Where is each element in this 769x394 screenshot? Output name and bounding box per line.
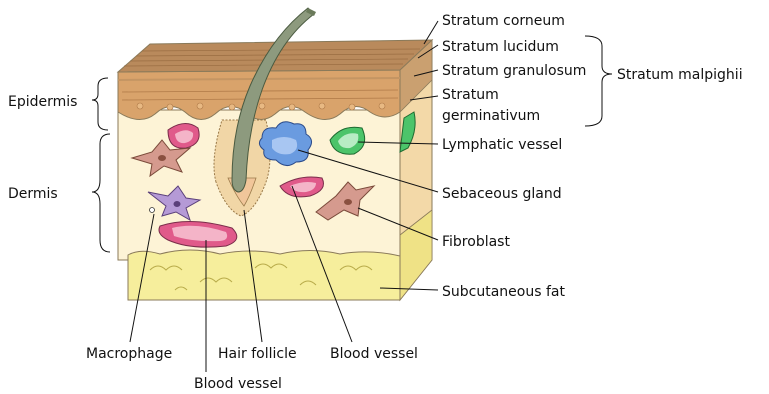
subcutaneous-fat-layer (128, 250, 400, 300)
label-lymphatic-vessel: Lymphatic vessel (442, 137, 562, 153)
dermis-brace (92, 134, 110, 252)
label-stratum-malpighii: Stratum malpighii (617, 67, 743, 83)
stratum-malpighii-brace (585, 36, 612, 126)
label-blood-vessel-right: Blood vessel (330, 346, 418, 362)
skin-block (118, 40, 432, 300)
label-epidermis: Epidermis (8, 94, 77, 110)
label-macrophage: Macrophage (86, 346, 172, 362)
label-fibroblast: Fibroblast (442, 234, 510, 250)
label-stratum-lucidum: Stratum lucidum (442, 39, 559, 55)
label-sebaceous-gland: Sebaceous gland (442, 186, 562, 202)
label-stratum-germinativum-line2: germinativum (442, 108, 540, 124)
blood-vessel-top (168, 123, 199, 148)
label-blood-vessel-bottom: Blood vessel (194, 376, 282, 392)
label-stratum-corneum: Stratum corneum (442, 13, 565, 29)
label-hair-follicle: Hair follicle (218, 346, 297, 362)
epidermis-brace (92, 78, 108, 130)
label-stratum-granulosum: Stratum granulosum (442, 63, 586, 79)
label-dermis: Dermis (8, 186, 58, 202)
label-stratum-germinativum-line1: Stratum (442, 87, 499, 103)
label-subcutaneous-fat: Subcutaneous fat (442, 284, 565, 300)
